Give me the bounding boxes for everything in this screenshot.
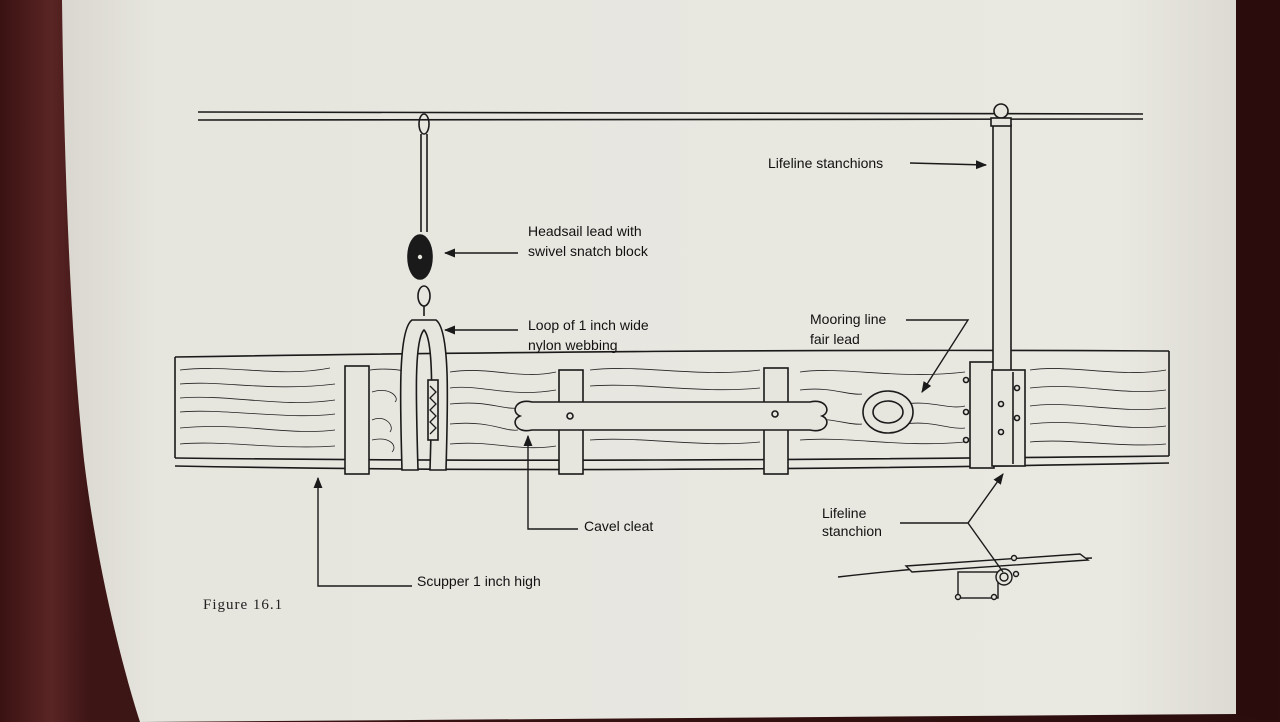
label-mooring-2: fair lead (810, 331, 860, 347)
label-lifeline-stanchions: Lifeline stanchions (768, 155, 883, 171)
label-loop-2: nylon webbing (528, 337, 618, 353)
label-lifeline-stanchion-2: stanchion (822, 523, 882, 539)
leader-lifeline-stanchions (909, 160, 988, 170)
label-mooring-1: Mooring line (810, 311, 886, 327)
lifeline-stanchion (962, 103, 1026, 467)
block-4 (969, 361, 995, 469)
label-headsail-lead-1: Headsail lead with (528, 223, 642, 239)
labels: Lifeline stanchions Headsail lead with s… (203, 155, 886, 613)
leader-lines (313, 160, 1004, 587)
label-lifeline-stanchion-1: Lifeline (822, 505, 867, 521)
page-edge (1236, 0, 1280, 722)
block-1 (344, 365, 370, 475)
headsail-lead-assembly (399, 113, 449, 471)
page-paper (62, 0, 1236, 722)
label-headsail-lead-2: swivel snatch block (528, 243, 649, 259)
mooring-fair-lead (862, 390, 914, 434)
label-scupper: Scupper 1 inch high (417, 573, 541, 589)
leader-scupper (313, 476, 412, 587)
leader-mooring-fair-lead (906, 319, 970, 393)
lifeline-wire (197, 111, 1144, 121)
leader-lifeline-stanchion-detail (967, 522, 1004, 573)
figure-caption: Figure 16.1 (203, 597, 283, 613)
label-cavel-cleat: Cavel cleat (584, 518, 653, 534)
leader-cavel-cleat (523, 434, 578, 530)
cavel-cleat (514, 400, 828, 432)
label-loop-1: Loop of 1 inch wide (528, 317, 649, 333)
